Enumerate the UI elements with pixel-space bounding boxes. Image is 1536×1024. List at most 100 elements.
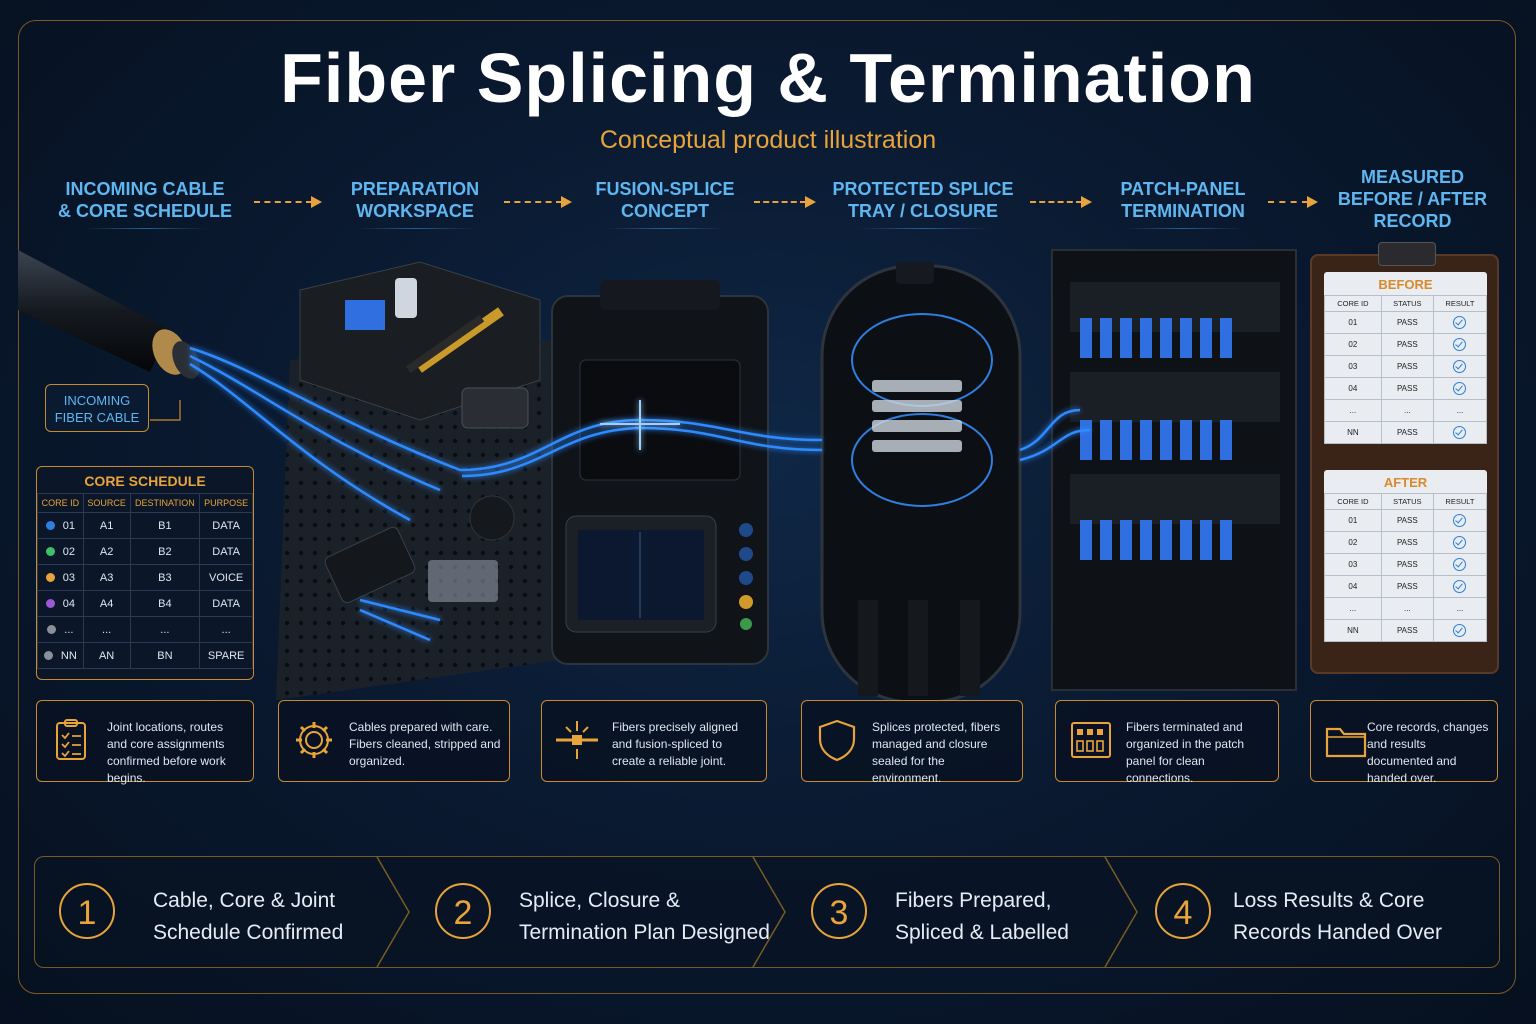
core-id-cell: ... (1324, 399, 1382, 422)
clipboard-clamp (1378, 242, 1436, 266)
purpose-cell: DATA (199, 538, 253, 565)
table-header: CORE ID (1324, 493, 1382, 510)
table-row: ......... (1324, 399, 1488, 422)
chevron-right-icon (1104, 857, 1138, 967)
core-id-cell: ... (1324, 597, 1382, 620)
table-header: DESTINATION (129, 493, 201, 513)
source-cell: A1 (82, 512, 131, 539)
step-number: 3 (811, 883, 867, 939)
purpose-cell: VOICE (199, 564, 253, 591)
core-id-cell: 04 (1324, 575, 1382, 598)
status-cell: PASS (1380, 553, 1434, 576)
destination-cell: B1 (129, 512, 201, 539)
core-color-dot (45, 573, 55, 583)
result-cell (1432, 311, 1488, 334)
check-circle-icon (1453, 360, 1467, 373)
step-4: 4 Loss Results & Core Records Handed Ove… (1155, 857, 1485, 967)
description-card-records: Core records, changes and results docume… (1310, 700, 1498, 785)
core-id-text: 04 (62, 597, 75, 610)
core-id-cell: 02 (37, 538, 84, 565)
table-header: RESULT (1432, 295, 1488, 312)
core-schedule-title: CORE SCHEDULE (84, 473, 206, 489)
table-row: ............ (37, 616, 253, 643)
step-line1: Cable, Core & Joint (153, 889, 336, 912)
status-cell: PASS (1380, 421, 1434, 444)
step-line2: Spliced & Labelled (895, 921, 1069, 944)
check-circle-icon (1453, 316, 1467, 329)
stage-label-line3: RECORD (1373, 211, 1452, 231)
page-subtitle: Conceptual product illustration (599, 126, 937, 154)
core-id-cell: 03 (1324, 355, 1382, 378)
status-cell: PASS (1380, 355, 1434, 378)
step-line2: Schedule Confirmed (153, 921, 344, 944)
chevron-right-icon (376, 857, 410, 967)
table-header: STATUS (1380, 295, 1434, 312)
stage-label-measured-record: MEASURED BEFORE / AFTER RECORD (1330, 166, 1495, 232)
fiber-align-icon (556, 721, 598, 759)
flow-arrow (254, 196, 322, 208)
core-id-cell: 03 (37, 564, 84, 591)
source-cell: ... (82, 616, 131, 643)
patch-panel-icon (1071, 722, 1111, 758)
destination-cell: B3 (129, 564, 201, 591)
stage-label-patch-panel: PATCH-PANEL TERMINATION (1098, 178, 1268, 229)
destination-cell: B2 (129, 538, 201, 565)
stage-label-line2: CONCEPT (620, 201, 709, 221)
check-circle-icon (1453, 338, 1467, 351)
core-color-dot (45, 547, 55, 557)
status-cell: PASS (1380, 575, 1434, 598)
step-number: 1 (59, 883, 115, 939)
source-cell: AN (82, 642, 131, 669)
card-text: Fibers terminated and organized in the p… (1126, 720, 1245, 785)
source-cell: A3 (82, 564, 131, 591)
core-id-text: 02 (62, 545, 75, 558)
core-color-dot (45, 599, 55, 609)
shield-icon (818, 719, 856, 762)
result-cell (1432, 575, 1488, 598)
status-cell: PASS (1380, 377, 1434, 400)
stage-label-line1: PATCH-PANEL (1120, 179, 1246, 199)
stage-label-line2: & CORE SCHEDULE (57, 201, 232, 221)
core-id-text: 01 (62, 519, 75, 532)
stage-label-line2: TRAY / CLOSURE (847, 201, 999, 221)
core-schedule-panel: CORE SCHEDULE CORE ID SOURCE DESTINATION… (36, 466, 254, 680)
source-cell: A2 (82, 538, 131, 565)
result-cell (1432, 531, 1488, 554)
flow-arrow (504, 196, 572, 208)
core-id-cell: 04 (1324, 377, 1382, 400)
project-steps-bar: 1 Cable, Core & Joint Schedule Confirmed… (34, 856, 1500, 968)
destination-cell: ... (129, 616, 201, 643)
stage-label-protected-splice: PROTECTED SPLICE TRAY / CLOSURE (828, 178, 1018, 229)
stage-label-line2: BEFORE / AFTER (1337, 189, 1488, 209)
description-card-preparation: Cables prepared with care. Fibers cleane… (278, 700, 510, 782)
stage-label-line2: WORKSPACE (356, 201, 474, 221)
tag-line1: INCOMING (63, 393, 131, 408)
result-cell: ... (1432, 597, 1488, 620)
result-cell (1432, 509, 1488, 532)
step-label: Loss Results & Core Records Handed Over (1233, 885, 1493, 949)
result-cell (1432, 377, 1488, 400)
core-id-cell: 02 (1324, 333, 1382, 356)
stage-label-line1: MEASURED (1360, 167, 1464, 187)
check-circle-icon (1453, 514, 1467, 527)
core-id-cell: ... (37, 616, 84, 643)
fiber-cable-illustration (18, 250, 200, 379)
destination-cell: B4 (129, 590, 201, 617)
purpose-cell: DATA (199, 590, 253, 617)
stage-label-fusion-splice: FUSION-SPLICE CONCEPT (580, 178, 750, 229)
step-line1: Fibers Prepared, (895, 889, 1052, 912)
result-cell (1432, 421, 1488, 444)
flow-arrow (1030, 196, 1092, 208)
purpose-cell: ... (199, 616, 253, 643)
status-cell: ... (1380, 399, 1434, 422)
result-cell (1432, 355, 1488, 378)
